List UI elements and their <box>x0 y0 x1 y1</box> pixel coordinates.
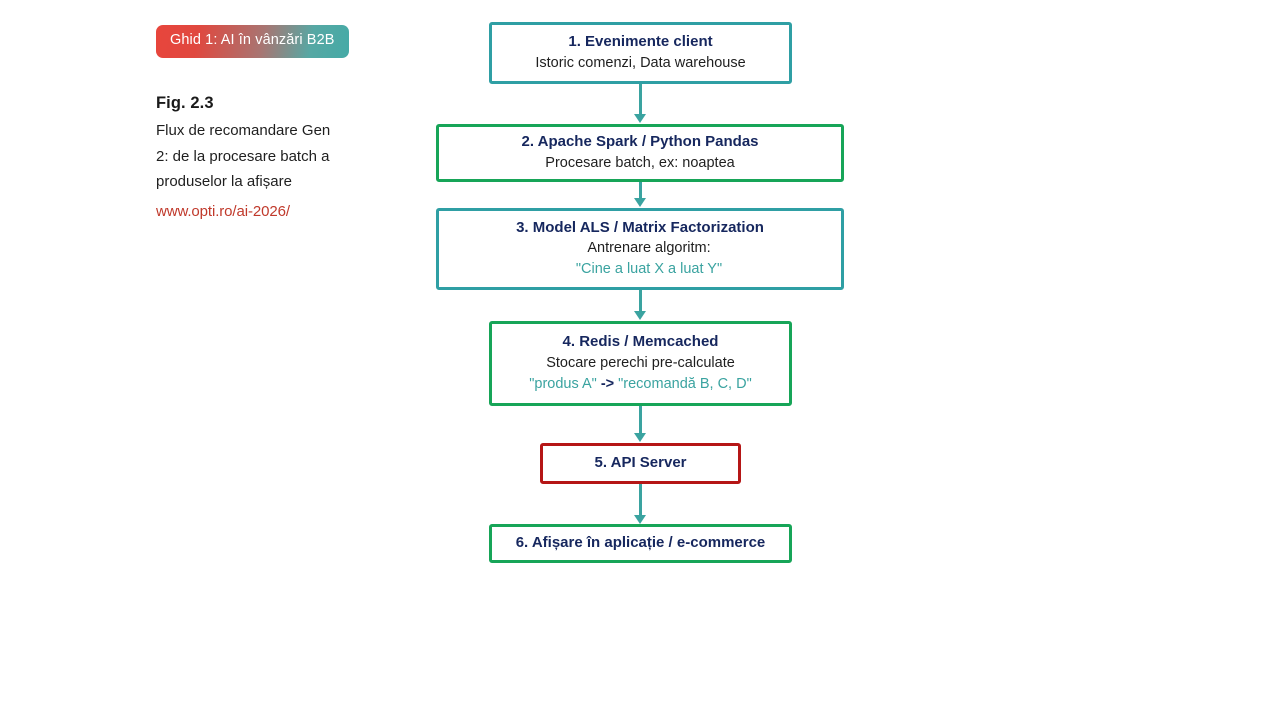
connector-4-to-5 <box>638 406 642 434</box>
flow-node-4-quote: "produs A" -> "recomandă B, C, D" <box>529 374 752 395</box>
flow-node-3-subtitle: Antrenare algoritm: <box>587 240 711 257</box>
figure-caption-panel: Ghid 1: AI în vânzări B2B Fig. 2.3 Flux … <box>156 25 356 221</box>
flow-node-5-title: 5. API Server <box>594 454 687 472</box>
flow-node-6-title: 6. Afișare în aplicație / e-commerce <box>515 534 766 552</box>
flow-node-4-quote-operator: -> <box>600 375 615 392</box>
flow-node-2-subtitle: Procesare batch, ex: noaptea <box>545 154 735 171</box>
figure-description: Flux de recomandare Gen 2: de la procesa… <box>156 121 331 191</box>
connector-5-to-6 <box>638 484 642 516</box>
flow-node-4-subtitle: Stocare perechi pre-calculate <box>546 354 735 371</box>
flow-node-2-title: 2. Apache Spark / Python Pandas <box>521 133 759 151</box>
flow-node-4-title: 4. Redis / Memcached <box>562 333 719 351</box>
connector-3-to-4 <box>638 290 642 312</box>
flow-node-6[interactable]: 6. Afișare în aplicație / e-commerce <box>489 524 792 563</box>
flow-node-5[interactable]: 5. API Server <box>540 443 741 484</box>
connector-2-to-3 <box>638 182 642 199</box>
flow-node-4-quote-right: "recomandă B, C, D" <box>618 375 752 392</box>
connector-1-to-2 <box>638 84 642 115</box>
flow-node-1-title: 1. Evenimente client <box>568 33 713 51</box>
flow-node-4-quote-left: "produs A" <box>529 375 597 392</box>
guide-badge: Ghid 1: AI în vânzări B2B <box>156 25 349 58</box>
flow-node-3-title: 3. Model ALS / Matrix Factorization <box>516 218 764 236</box>
flow-node-2[interactable]: 2. Apache Spark / Python Pandas Procesar… <box>436 124 844 182</box>
flow-node-1[interactable]: 1. Evenimente client Istoric comenzi, Da… <box>489 22 792 84</box>
flow-node-3-quote: "Cine a luat X a luat Y" <box>575 261 723 278</box>
flow-node-4[interactable]: 4. Redis / Memcached Stocare perechi pre… <box>489 321 792 406</box>
figure-number: Fig. 2.3 <box>156 93 214 112</box>
flow-node-3[interactable]: 3. Model ALS / Matrix Factorization Antr… <box>436 208 844 290</box>
source-url-link[interactable]: www.opti.ro/ai-2026/ <box>156 202 290 220</box>
flow-node-1-subtitle: Istoric comenzi, Data warehouse <box>535 54 746 71</box>
